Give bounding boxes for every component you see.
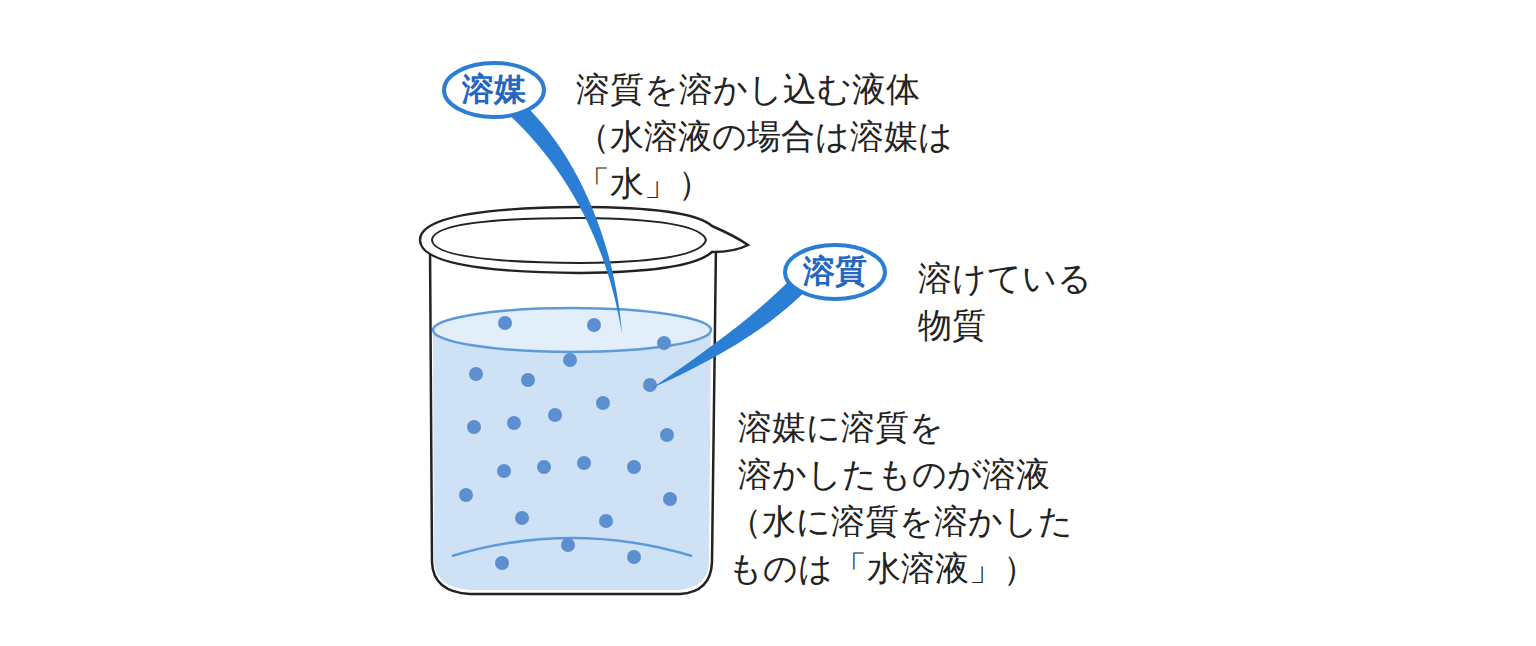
callout-bubble: 溶媒 xyxy=(442,61,546,119)
beaker-bottom-line xyxy=(452,538,692,556)
bubble-ellipse xyxy=(444,63,544,117)
callout-tail xyxy=(652,280,812,388)
explanation-text: 溶媒に溶質を 溶かしたものが溶液 xyxy=(738,404,1060,498)
solute-particles xyxy=(459,316,677,570)
water xyxy=(433,330,711,590)
term-label: 溶媒 xyxy=(462,72,526,107)
callout-bubble: 溶質 xyxy=(783,243,887,301)
explanation-text: （水に溶質を溶かした ものは「水溶液」） xyxy=(728,498,1088,592)
beaker-rim-inner xyxy=(432,218,706,263)
explanation-text: 溶質を溶かし込む液体 （水溶液の場合は溶媒は「水」） xyxy=(576,66,1076,207)
explanation-text: 溶けている 物質 xyxy=(918,255,1108,349)
bubble-ellipse xyxy=(785,245,885,299)
water-surface xyxy=(433,308,711,352)
beaker-body xyxy=(430,245,716,594)
beaker-rim xyxy=(420,207,748,273)
term-label: 溶質 xyxy=(803,254,867,289)
